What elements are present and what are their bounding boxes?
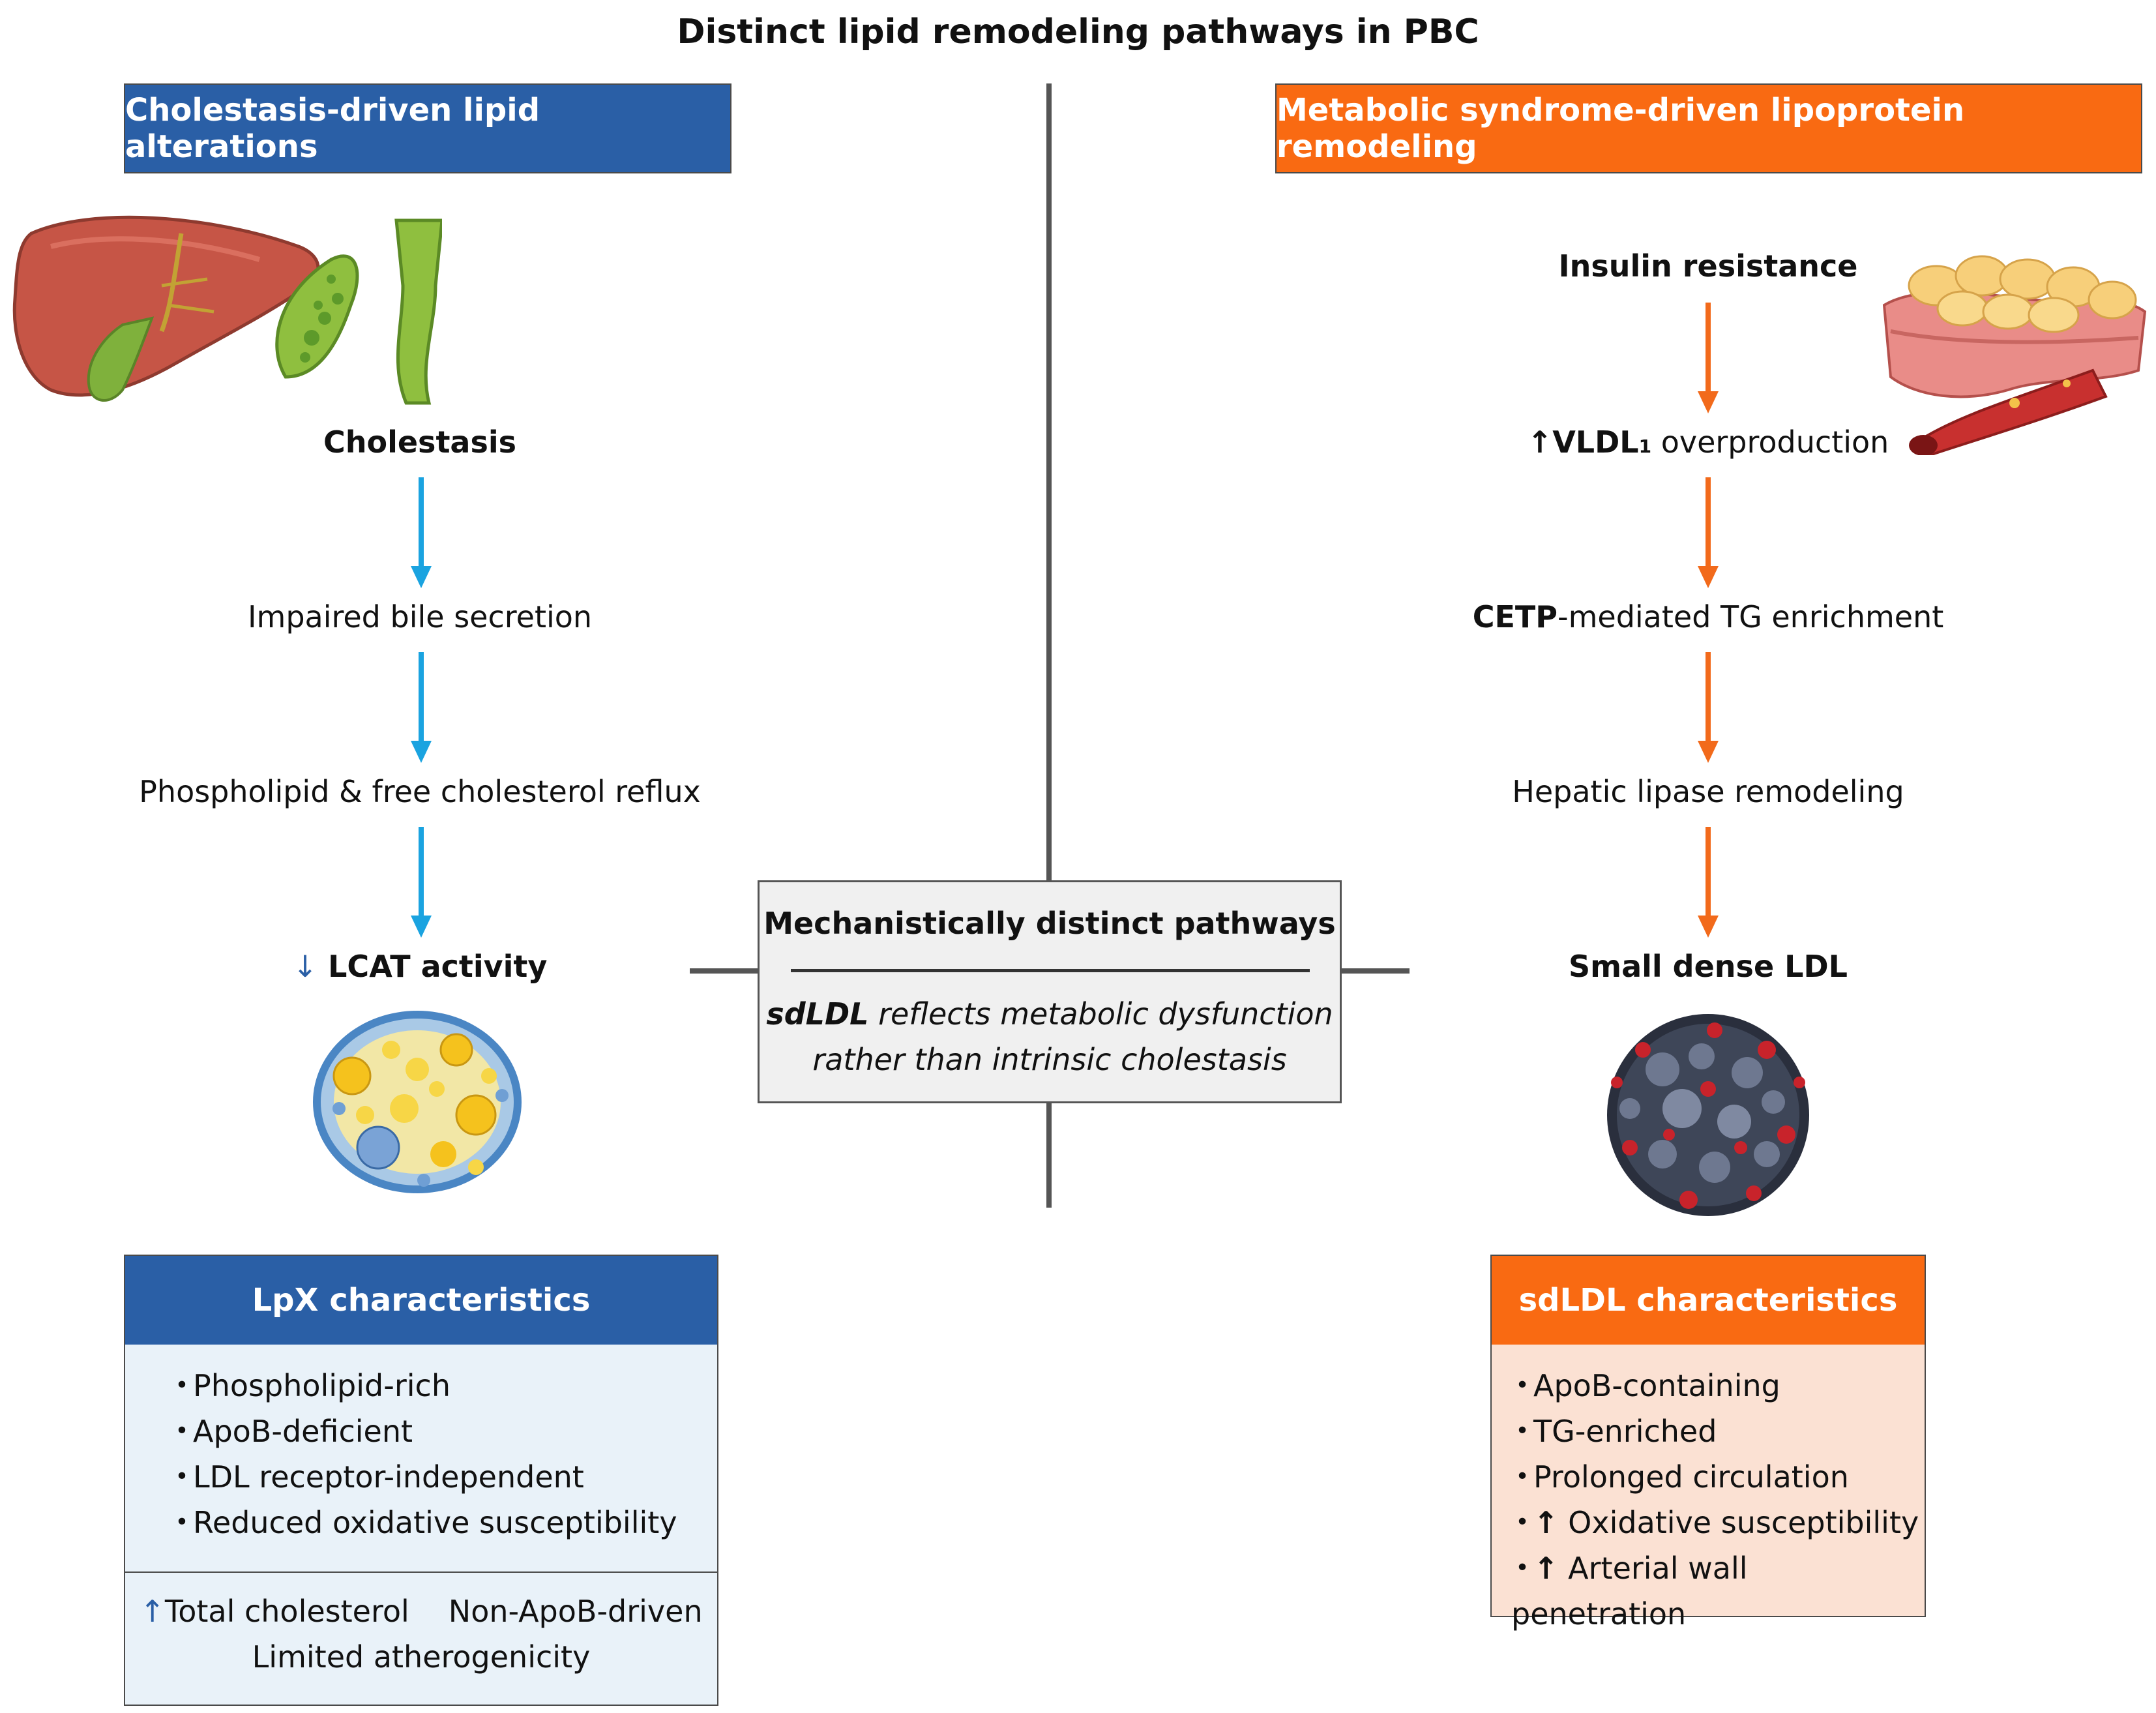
list-item: ApoB-containing <box>1511 1363 1925 1408</box>
lpx-limited-atherogenicity: Limited atherogenicity <box>252 1639 591 1675</box>
lcat-activity-label: LCAT activity <box>328 949 548 984</box>
lpx-card-title: LpX characteristics <box>252 1282 591 1318</box>
lpx-particle-illustration <box>313 1011 522 1193</box>
lpx-card-header: LpX characteristics <box>124 1255 718 1346</box>
up-arrow-icon: ↑ <box>1527 425 1553 460</box>
step-small-dense-ldl: Small dense LDL <box>1569 949 1848 984</box>
center-summary-box: Mechanistically distinct pathways sdLDL … <box>758 880 1342 1103</box>
sdldl-emphasis: sdLDL <box>766 996 869 1032</box>
sdldl-card-header: sdLDL characteristics <box>1490 1255 1926 1346</box>
list-item: ↑ Oxidative susceptibility <box>1511 1500 1925 1545</box>
list-item: Prolonged circulation <box>1511 1454 1925 1500</box>
center-box-separator <box>791 969 1310 972</box>
arrow-left-2 <box>411 652 432 763</box>
center-box-line2: rather than intrinsic cholestasis <box>812 1042 1287 1077</box>
arrow-left-1 <box>411 477 432 588</box>
step-cetp-enrichment: CETP-mediated TG enrichment <box>1415 597 2001 636</box>
up-arrow-icon: ↑ <box>140 1594 165 1629</box>
center-divider-bottom <box>1046 1103 1052 1208</box>
lpx-total-cholesterol: Total cholesterol <box>164 1594 409 1629</box>
oxidative-susceptibility: Oxidative susceptibility <box>1568 1505 1919 1540</box>
right-pathway-header-text: Metabolic syndrome-driven lipoprotein re… <box>1277 92 1965 165</box>
lpx-bullet-list: Phospholipid-rich ApoB-deficient LDL rec… <box>171 1363 677 1545</box>
vldl-overproduction-text: overproduction <box>1651 425 1889 460</box>
center-box-title: Mechanistically distinct pathways <box>763 906 1336 941</box>
center-divider-top <box>1046 83 1052 880</box>
cetp-label: CETP <box>1472 599 1558 634</box>
step-phospholipid-reflux: Phospholipid & free cholesterol reflux <box>139 774 701 809</box>
list-item: ↑ Arterial wall penetration <box>1511 1545 1925 1637</box>
center-line1-rest: reflects metabolic dysfunction <box>868 996 1333 1032</box>
arrow-right-4 <box>1698 827 1719 938</box>
vldl-subscript: 1 <box>1638 436 1652 457</box>
step-hepatic-lipase: Hepatic lipase remodeling <box>1512 774 1904 809</box>
arrow-right-3 <box>1698 652 1719 763</box>
list-item: ApoB-deficient <box>171 1408 677 1454</box>
step-impaired-bile-secretion: Impaired bile secretion <box>247 599 593 634</box>
list-item: Reduced oxidative susceptibility <box>171 1500 677 1545</box>
vldl-label: VLDL <box>1552 425 1639 460</box>
diagram-title: Distinct lipid remodeling pathways in PB… <box>677 12 1479 52</box>
sdldl-card-body: ApoB-containing TG-enriched Prolonged ci… <box>1490 1345 1926 1631</box>
sdldl-bullet-list: ApoB-containing TG-enriched Prolonged ci… <box>1511 1363 1925 1637</box>
step-insulin-resistance: Insulin resistance <box>1558 248 1858 284</box>
cetp-rest-text: -mediated TG enrichment <box>1557 599 1944 634</box>
list-item: LDL receptor-independent <box>171 1454 677 1500</box>
list-item: TG-enriched <box>1511 1408 1925 1454</box>
arterial-wall-penetration: Arterial wall penetration <box>1511 1551 1748 1631</box>
step-vldl-overproduction: ↑VLDL1 overproduction <box>1447 423 1969 466</box>
list-item: Phospholipid-rich <box>171 1363 677 1408</box>
left-pathway-header: Cholestasis-driven lipid alterations <box>124 83 731 173</box>
arrow-right-2 <box>1698 477 1719 588</box>
up-arrow-icon: ↑ <box>1533 1551 1559 1586</box>
liver-gallbladder-illustration <box>12 215 442 405</box>
step-lcat-activity: ↓ LCAT activity <box>257 947 583 986</box>
horizontal-connector-right <box>1340 968 1410 974</box>
center-box-line1: sdLDL reflects metabolic dysfunction <box>760 991 1340 1037</box>
adipose-vessel-illustration <box>1882 255 2147 455</box>
step-cholestasis: Cholestasis <box>323 425 516 460</box>
lpx-card-footer: ↑Total cholesterol Non-ApoB-driven Limite… <box>124 1571 718 1706</box>
sdldl-particle-illustration <box>1607 1014 1809 1216</box>
left-pathway-header-text: Cholestasis-driven lipid alterations <box>125 92 540 165</box>
arrow-right-1 <box>1698 303 1719 413</box>
lpx-card-body: Phospholipid-rich ApoB-deficient LDL rec… <box>124 1345 718 1574</box>
up-arrow-icon: ↑ <box>1533 1505 1559 1540</box>
arrow-left-3 <box>411 827 432 938</box>
down-arrow-icon: ↓ <box>292 949 318 984</box>
horizontal-connector-left <box>690 968 759 974</box>
sdldl-card-title: sdLDL characteristics <box>1518 1282 1898 1318</box>
right-pathway-header: Metabolic syndrome-driven lipoprotein re… <box>1275 83 2142 173</box>
lpx-non-apob: Non-ApoB-driven <box>448 1594 703 1629</box>
